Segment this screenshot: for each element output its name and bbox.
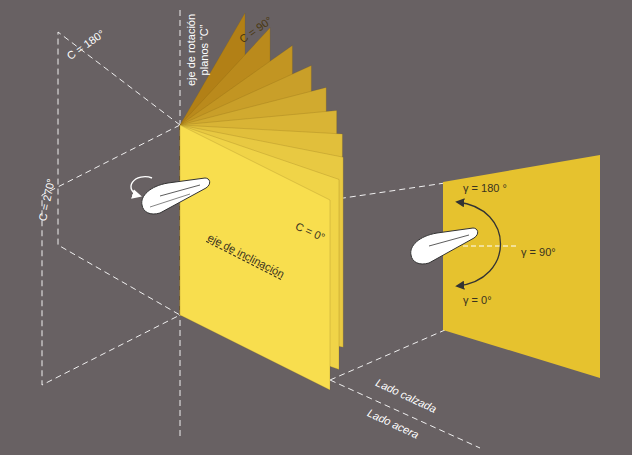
side-label: Lado calzada [374, 376, 439, 415]
c-plane [180, 125, 330, 390]
plane-label: C = 270° [36, 178, 58, 223]
plane-label: eje de rotación planos “C” [185, 4, 211, 96]
gamma-label: γ = 0° [463, 294, 492, 307]
side-label: Lado acera [365, 406, 420, 441]
gamma-label: γ = 180 ° [463, 182, 507, 195]
gamma-plane: γ = 180 ° γ = 90° γ = 0° [443, 150, 603, 382]
gamma-label: γ = 90° [521, 246, 556, 259]
plane-label: C = 180° [65, 27, 108, 62]
